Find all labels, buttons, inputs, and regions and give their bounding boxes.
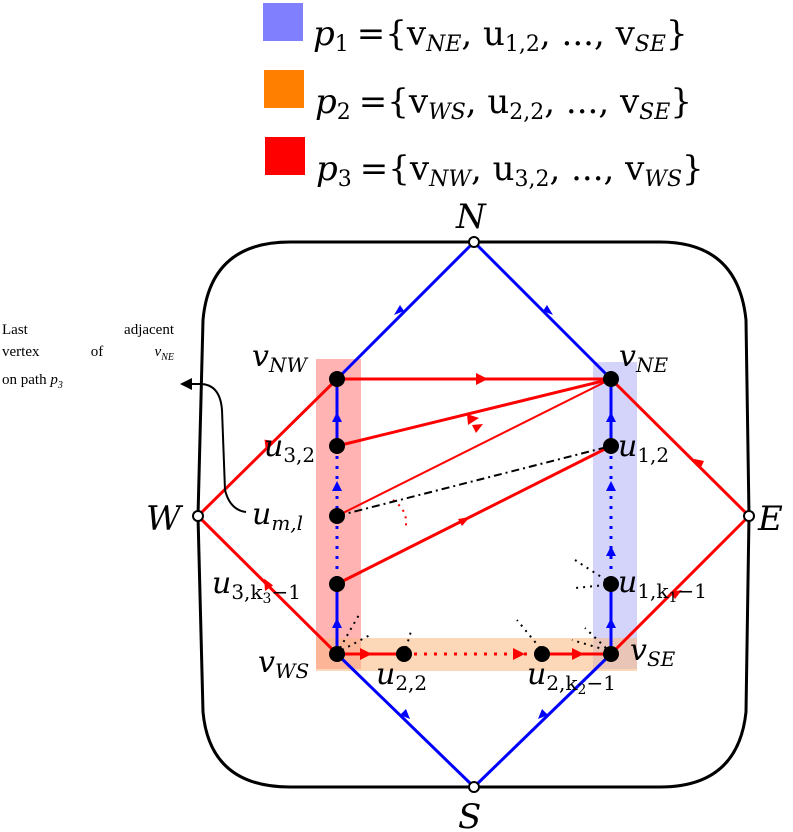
- vertex-u-3k: [329, 576, 345, 592]
- vertex-v-WS: [329, 646, 345, 662]
- label-u-2k: u2,k2−1: [527, 657, 616, 698]
- vertex-u-12: [603, 438, 619, 454]
- vertices: [329, 371, 619, 662]
- dotted-stubs: [339, 559, 607, 651]
- legend-swatch-p1: [263, 3, 303, 41]
- legend-item-p2: p2={vWS, u2,2, ..., vSE}: [264, 70, 692, 125]
- vertex-u-22: [396, 646, 412, 662]
- label-u-3k: u3,k3−1: [212, 566, 301, 607]
- annotation-line-3: on path p3: [2, 372, 63, 391]
- dashdot-edge: [336, 445, 612, 517]
- label-u-ml: um,l: [252, 497, 303, 535]
- svg-text:p1={vNE, u1,2, ..., vSE}: p1={vNE, u1,2, ..., vSE}: [313, 14, 688, 57]
- label-u-1k: u1,k1−1: [618, 565, 707, 606]
- annotation-line-2: vertex of vNE: [2, 344, 174, 363]
- label-u-12: u1,2: [618, 429, 669, 467]
- label-W: W: [146, 499, 184, 539]
- node-S: [468, 781, 480, 793]
- label-u-22: u2,2: [376, 657, 427, 695]
- vertex-v-SE: [603, 646, 619, 662]
- legend-swatch-p3: [265, 137, 305, 175]
- vertex-u-ml: [329, 508, 345, 524]
- p1-highlight: [593, 362, 637, 669]
- label-u-32: u3,2: [264, 429, 315, 467]
- label-N: N: [455, 197, 487, 237]
- legend-swatch-p2: [264, 70, 304, 108]
- annotation-line-1: Last adjacent: [2, 322, 174, 338]
- node-W: [192, 510, 204, 522]
- label-v-NW: vNW: [252, 339, 308, 377]
- legend-item-p1: p1={vNE, u1,2, ..., vSE}: [263, 3, 688, 57]
- vertex-v-NE: [603, 371, 619, 387]
- label-v-WS: vWS: [258, 645, 309, 683]
- node-E: [743, 510, 755, 522]
- annotation-note: Last adjacent vertex of vNE on path p3: [2, 319, 174, 397]
- annotation-arrowhead: [180, 378, 192, 390]
- annotation-pointer: [188, 383, 247, 513]
- legend-item-p3: p3={vNW, u3,2, ..., vWS}: [265, 137, 704, 192]
- svg-text:p2={vWS, u2,2, ..., vSE}: p2={vWS, u2,2, ..., vSE}: [315, 82, 692, 125]
- vertex-v-NW: [329, 371, 345, 387]
- svg-text:p3={vNW, u3,2, ..., vWS}: p3={vNW, u3,2, ..., vWS}: [316, 149, 704, 192]
- legend: p1={vNE, u1,2, ..., vSE} p2={vWS, u2,2, …: [263, 3, 704, 192]
- label-S: S: [458, 797, 481, 832]
- node-N: [468, 236, 480, 248]
- label-E: E: [757, 499, 783, 539]
- vertex-u-1k: [603, 576, 619, 592]
- blue-arrowheads: [332, 305, 616, 719]
- label-v-SE: vSE: [630, 633, 676, 671]
- vertex-u-2k: [534, 646, 550, 662]
- label-v-NE: vNE: [619, 339, 668, 377]
- red-arrowheads: [264, 373, 704, 660]
- vertex-u-32: [329, 438, 345, 454]
- terminal-nodes: [192, 236, 755, 793]
